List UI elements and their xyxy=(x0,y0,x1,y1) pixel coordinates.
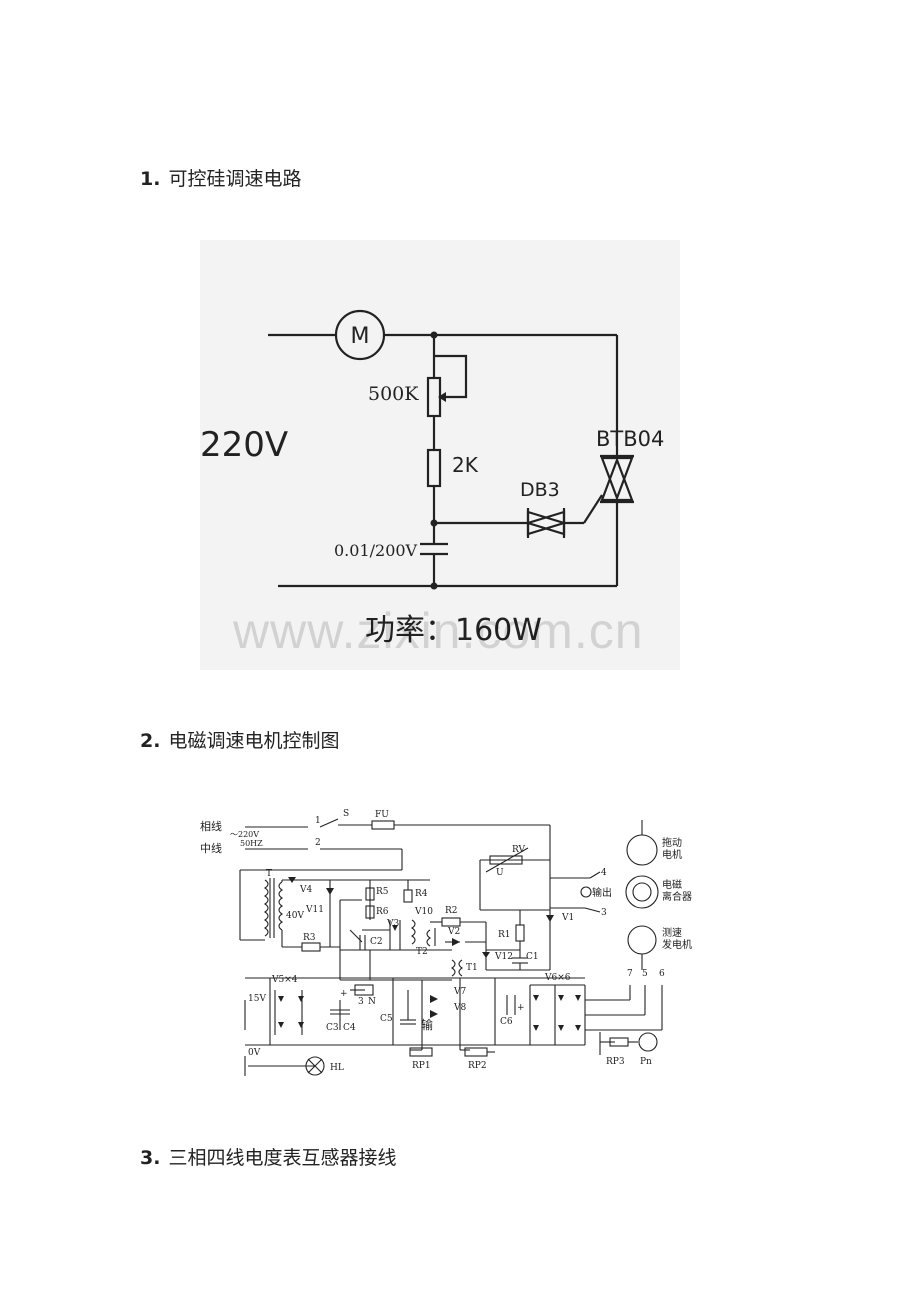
scr-speed-control-diagram: M 220V 500K 2K 0.01/200V DB3 BTB04 功率：16… xyxy=(200,240,680,670)
switch-s-label: S xyxy=(343,809,349,819)
section-heading-1: 1. 可控硅调速电路 xyxy=(140,164,301,191)
r2-label: R2 xyxy=(445,906,458,916)
input-label: 输 xyxy=(421,1017,433,1032)
neutral-line-label: 中线 xyxy=(200,841,222,855)
triac-label: BTB04 xyxy=(596,427,664,451)
c3-label: C3 xyxy=(326,1023,339,1033)
u-label: U xyxy=(496,868,504,878)
hl-label: HL xyxy=(330,1063,344,1073)
rp3-label: RP3 xyxy=(606,1057,625,1067)
transformer-t-label: T xyxy=(266,869,272,879)
c1-label: C1 xyxy=(526,952,539,962)
resistor-label: 2K xyxy=(452,453,479,477)
terminal-3-out-label: 3 xyxy=(601,908,607,918)
power-label: 功率：160W xyxy=(365,613,542,648)
voltage-220-label: ～220V xyxy=(230,830,259,839)
terminal-2-label: 2 xyxy=(315,838,321,848)
terminal-1-label: 1 xyxy=(315,816,321,826)
freq-50hz-label: 50HZ xyxy=(240,839,263,848)
watermark: www.zixin.com.cn xyxy=(233,603,644,659)
phase-line-label: 相线 xyxy=(200,819,222,833)
v7-label: V7 xyxy=(453,987,466,997)
v15-label: 15V xyxy=(248,994,266,1004)
c6-label: C6 xyxy=(500,1017,513,1027)
v3-label: V3 xyxy=(386,919,399,929)
section-title: 三相四线电度表互感器接线 xyxy=(168,1147,397,1169)
section-title: 电磁调速电机控制图 xyxy=(168,730,340,752)
terminal-6-label: 6 xyxy=(659,969,665,979)
c2-label: C2 xyxy=(370,937,383,947)
motor-symbol xyxy=(334,309,386,361)
n-label: N xyxy=(368,997,376,1007)
rv-label: RV xyxy=(512,845,525,855)
clutch-label-1: 电磁 xyxy=(662,878,682,891)
v12-label: V12 xyxy=(494,952,513,962)
drive-motor-label-1: 拖动 xyxy=(662,836,682,849)
v4-label: V4 xyxy=(299,885,312,895)
section-title: 可控硅调速电路 xyxy=(168,168,302,190)
r1-label: R1 xyxy=(498,930,511,940)
v11-label: V11 xyxy=(305,905,324,915)
tacho-label-1: 测速 xyxy=(662,926,682,939)
diac-label: DB3 xyxy=(520,479,560,501)
ov-label: 0V xyxy=(248,1048,261,1058)
capacitor-label: 0.01/200V xyxy=(334,541,418,560)
v5x4-label: V5×4 xyxy=(271,975,298,985)
tacho-label-2: 发电机 xyxy=(662,938,692,951)
motor-label: M xyxy=(351,324,370,349)
v10-label: V10 xyxy=(414,907,433,917)
section-number: 2. xyxy=(140,730,161,752)
terminal-7-label: 7 xyxy=(627,969,633,979)
plus-sign-2: + xyxy=(517,1003,525,1013)
rp1-label: RP1 xyxy=(412,1061,431,1071)
c5-label: C5 xyxy=(380,1014,393,1024)
r3-label: R3 xyxy=(303,933,316,943)
fuse-label: FU xyxy=(375,810,389,820)
v40-label: 40V xyxy=(286,911,304,921)
section-heading-3: 3. 三相四线电度表互感器接线 xyxy=(140,1143,396,1170)
rp2-label: RP2 xyxy=(468,1061,487,1071)
clutch-label-2: 离合器 xyxy=(662,890,692,903)
plus-sign-1: + xyxy=(340,989,348,999)
pin-3-label: 3 xyxy=(358,997,364,1007)
section-heading-2: 2. 电磁调速电机控制图 xyxy=(140,726,339,753)
section-number: 3. xyxy=(140,1147,161,1169)
pn-label: Pn xyxy=(640,1057,652,1067)
v6x6-label: V6×6 xyxy=(544,973,571,983)
v2-label: V2 xyxy=(447,927,460,937)
r5-label: R5 xyxy=(376,887,389,897)
voltage-label: 220V xyxy=(200,425,288,465)
terminal-4-label: 4 xyxy=(601,868,607,878)
em-speed-motor-control-diagram: 相线 中线 ～220V 50HZ 1 2 S FU RV U T V4 R5 R… xyxy=(200,809,692,1076)
r4-label: R4 xyxy=(415,889,428,899)
t2-label: T2 xyxy=(416,947,428,957)
terminal-5-label: 5 xyxy=(642,969,648,979)
r6-label: R6 xyxy=(376,907,389,917)
t1-label: T1 xyxy=(466,963,478,973)
output-label: 输出 xyxy=(592,886,612,899)
v1-label: V1 xyxy=(561,913,574,923)
pot-label: 500K xyxy=(368,383,419,405)
c4-label: C4 xyxy=(343,1023,356,1033)
v8-label: V8 xyxy=(453,1003,466,1013)
section-number: 1. xyxy=(140,168,161,190)
drive-motor-label-2: 电机 xyxy=(662,848,682,861)
